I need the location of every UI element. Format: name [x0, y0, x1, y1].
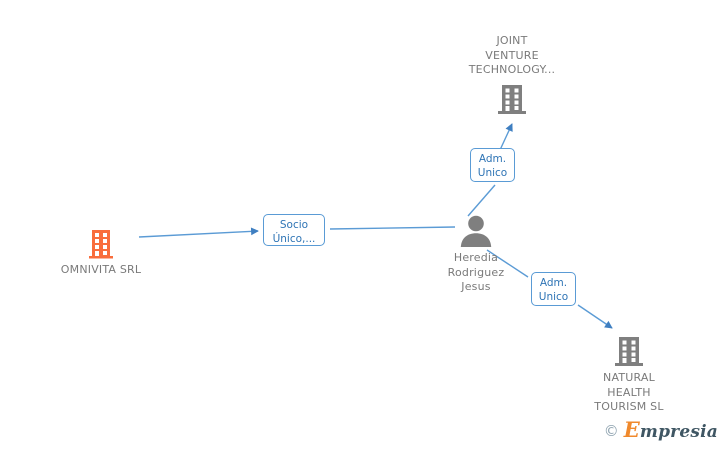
edge-label-adm-unico-natural-health[interactable]: Adm. Unico	[531, 272, 576, 306]
node-person-heredia-rodriguez-jesus[interactable]: Heredia Rodriguez Jesus	[416, 214, 536, 295]
node-natural-health-tourism-label: NATURAL HEALTH TOURISM SL	[594, 371, 664, 413]
brand-name: Empresia	[623, 417, 718, 442]
person-avatar-icon	[416, 214, 536, 248]
company-building-icon	[569, 334, 689, 368]
node-natural-health-tourism[interactable]: NATURAL HEALTH TOURISM SL	[569, 334, 689, 415]
brand-rest: mpresia	[639, 422, 718, 442]
node-joint-venture-label: JOINT VENTURE TECHNOLOGY...	[468, 34, 556, 76]
edge-label-adm-unico-joint-venture[interactable]: Adm. Unico	[470, 148, 515, 182]
edge-label-socio-unico[interactable]: Socio Único,...	[263, 214, 325, 246]
node-person-label: Heredia Rodriguez Jesus	[447, 251, 505, 293]
node-joint-venture[interactable]: JOINT VENTURE TECHNOLOGY...	[452, 34, 572, 116]
node-omnivita-label: OMNIVITA SRL	[60, 263, 142, 276]
node-omnivita[interactable]: OMNIVITA SRL	[41, 228, 161, 278]
company-building-icon	[452, 82, 572, 116]
company-building-icon	[41, 228, 161, 260]
empresia-watermark: © Empresia	[603, 417, 718, 442]
brand-first-letter: E	[623, 417, 640, 442]
copyright-icon: ©	[603, 422, 619, 440]
